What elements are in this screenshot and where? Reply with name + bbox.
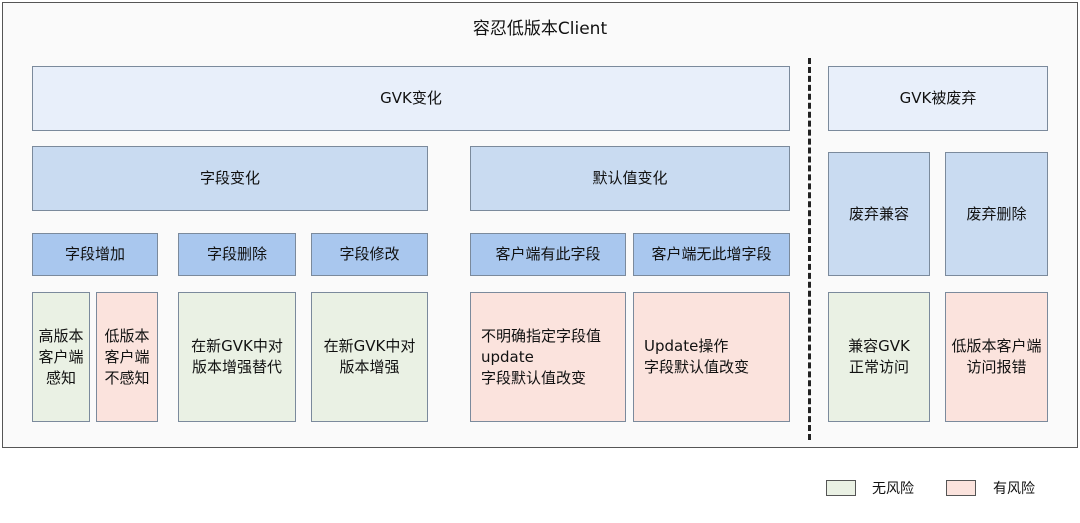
gvk-change-header: GVK变化 [32,66,790,131]
gvk-deprecated-header: GVK被废弃 [828,66,1048,131]
client-has-field-box: 客户端有此字段 [470,233,626,276]
low-client-error-result: 低版本客户端 访问报错 [945,292,1048,422]
diagram-title: 容忍低版本Client [472,19,608,39]
legend-label-no-risk: 无风险 [872,481,914,497]
field-modify-result: 在新GVK中对 版本增强 [311,292,428,422]
field-modify-box: 字段修改 [311,233,428,276]
compat-gvk-result: 兼容GVK 正常访问 [828,292,930,422]
default-change-box: 默认值变化 [470,146,790,211]
client-no-field-box: 客户端无此增字段 [633,233,790,276]
high-version-client-aware: 高版本 客户端 感知 [32,292,90,422]
client-has-field-result: 不明确指定字段值 update 字段默认值改变 [470,292,626,422]
field-delete-box: 字段删除 [178,233,296,276]
low-version-client-unaware: 低版本 客户端 不感知 [96,292,158,422]
client-no-field-result: Update操作 字段默认值改变 [633,292,790,422]
legend-label-risk: 有风险 [993,481,1035,497]
legend-swatch-no-risk [826,480,856,496]
deprecate-compat-box: 废弃兼容 [828,152,930,276]
section-divider [808,58,811,440]
legend-swatch-risk [946,480,976,496]
field-delete-result: 在新GVK中对 版本增强替代 [178,292,296,422]
field-change-box: 字段变化 [32,146,428,211]
field-add-box: 字段增加 [32,233,158,276]
deprecate-delete-box: 废弃删除 [945,152,1048,276]
